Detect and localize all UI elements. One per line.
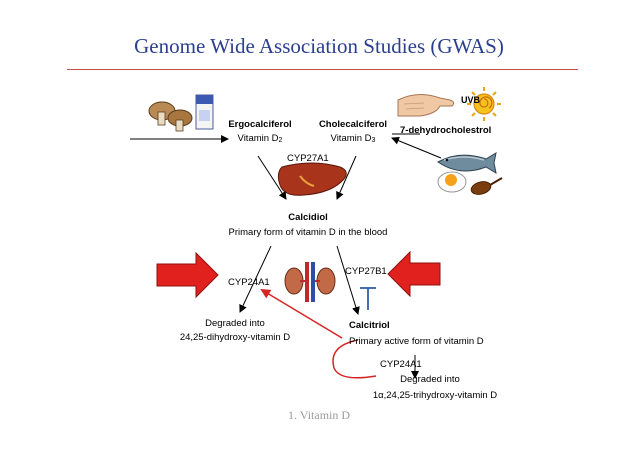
title-divider (67, 69, 578, 70)
degraded-right-line2: 1α,24,25-trihydroxy-vitamin D (372, 390, 498, 401)
feedback-arrow (260, 288, 343, 339)
calcitriol-label: Calcitriol (349, 320, 390, 331)
cholecalciferol-label: Cholecalciferol (318, 119, 388, 130)
dehydrocholesterol-label: 7-dehydrocholestrol (400, 125, 492, 136)
cyp27a1-label: CYP27A1 (287, 153, 329, 164)
degraded-left-line2: 24,25-dihydroxy-vitamin D (179, 332, 291, 343)
cholecalciferol-sub: Vitamin D3 (330, 133, 376, 144)
cyp24a1-left-label: CYP24A1 (228, 277, 270, 288)
egg-icon (437, 171, 467, 193)
mushroom-milk-icon (148, 94, 214, 132)
hand-icon (397, 94, 455, 117)
degraded-left-line1: Degraded into (205, 318, 265, 329)
fish-icon (437, 151, 497, 175)
fish-to-cholecalciferol-arrow (391, 136, 442, 159)
slide-title: Genome Wide Association Studies (GWAS) (134, 34, 504, 58)
sun-icon (467, 87, 501, 121)
calcidiol-to-calcitriol-arrow (336, 245, 360, 315)
liver-icon (277, 162, 347, 196)
inhibition-bar (360, 287, 376, 310)
ergocalciferol-to-calcidiol-arrow (257, 155, 287, 200)
cyp24a1-right-label: CYP24A1 (380, 359, 422, 370)
calcidiol-to-degraded-arrow (239, 245, 272, 313)
calcidiol-desc: Primary form of vitamin D in the blood (228, 227, 388, 238)
uvb-label: UVB (461, 95, 481, 105)
ergocalciferol-label: Ergocalciferol (228, 119, 292, 130)
kidney-icon (284, 262, 336, 302)
calcitriol-desc: Primary active form of vitamin D (349, 336, 484, 347)
degraded-right-line1: Degraded into (400, 374, 460, 385)
slide-footer: 1. Vitamin D (287, 408, 351, 422)
calcidiol-label: Calcidiol (288, 212, 328, 223)
oil-spoon-icon (470, 177, 503, 195)
right-big-arrow (387, 250, 441, 298)
cyp27b1-label: CYP27B1 (345, 266, 387, 277)
cholecalciferol-to-calcidiol-arrow (336, 155, 357, 200)
ergocalciferol-sub: Vitamin D2 (237, 133, 283, 144)
feedback-curve (332, 339, 377, 379)
left-big-arrow (156, 251, 219, 299)
